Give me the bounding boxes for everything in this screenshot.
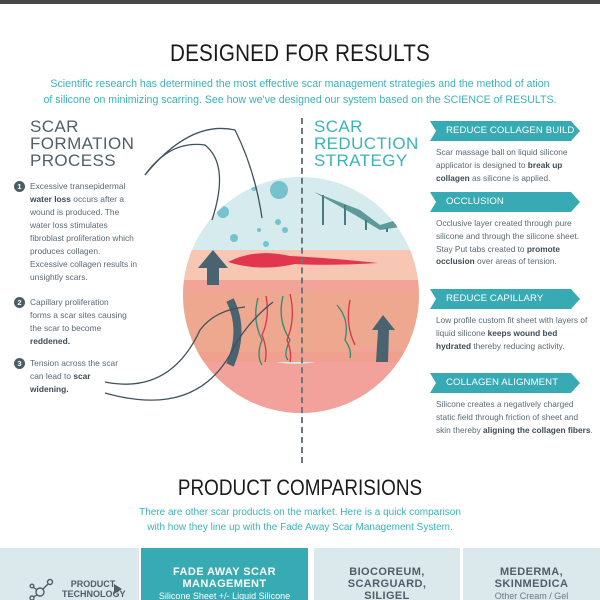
- ribbon-occlusion: OCCLUSION: [430, 192, 580, 212]
- intro-text: Scientific research has determined the m…: [20, 76, 580, 108]
- intro-line-1: Scientific research has determined the m…: [50, 78, 550, 90]
- ribbon-collagen-alignment: COLLAGEN ALIGNMENT: [430, 373, 580, 393]
- column-name: MEDERMA, SKINMEDICA: [463, 548, 600, 590]
- intro-line-2: of silicone on minimizing scarring. See …: [43, 94, 557, 106]
- title-line: PROCESS: [30, 151, 116, 170]
- formation-step-2: 2 Capillary proliferation forms a scar s…: [14, 296, 129, 348]
- column-name: FADE AWAY SCAR MANAGEMENT: [141, 548, 308, 590]
- name-line: SILIGEL: [364, 590, 410, 600]
- step-text: Tension across the scar can lead to scar…: [30, 358, 118, 394]
- formation-step-1: 1 Excessive transepidermal water loss oc…: [14, 180, 139, 284]
- name-line: SCARGUARD,: [347, 578, 427, 590]
- column-fade-away: FADE AWAY SCAR MANAGEMENT Silicone Sheet…: [141, 548, 308, 600]
- desc-occlusion: Occlusive layer created through pure sil…: [436, 218, 579, 267]
- play-arrow-icon: [114, 584, 122, 594]
- step-text: Capillary proliferation forms a scar sit…: [30, 297, 127, 346]
- row-label: PRODUCT, TECHNOLOGY: [62, 579, 126, 599]
- name-line: MEDERMA,: [499, 566, 564, 578]
- scar-formation-title: SCAR FORMATION PROCESS: [30, 118, 134, 169]
- step-number-badge: 2: [14, 297, 25, 308]
- name-line: SKINMEDICA: [494, 578, 569, 590]
- column-biocoreum: BIOCOREUM, SCARGUARD, SILIGEL: [314, 548, 460, 600]
- intro-line-2: with how they line up with the Fade Away…: [147, 522, 453, 533]
- page-title: DESIGNED FOR RESULTS: [170, 40, 430, 67]
- network-icon: [29, 578, 54, 600]
- row-label-cell: PRODUCT, TECHNOLOGY: [0, 548, 139, 600]
- column-name: BIOCOREUM, SCARGUARD, SILIGEL: [314, 548, 460, 600]
- title-line: STRATEGY: [314, 151, 408, 170]
- desc-reduce-capillary: Low profile custom fit sheet with layers…: [436, 315, 588, 351]
- title-line: REDUCTION: [314, 134, 419, 153]
- desc-collagen-alignment: Silicone creates a negatively charged st…: [436, 399, 593, 435]
- title-line: SCAR: [314, 117, 363, 136]
- row-label-line: PRODUCT,: [70, 579, 117, 589]
- column-subtitle: Other Cream / Gel: [494, 591, 569, 600]
- comparison-table: PRODUCT, TECHNOLOGY FADE AWAY SCAR MANAG…: [0, 548, 600, 600]
- desc-reduce-collagen: Scar massage ball on liquid silicone app…: [436, 147, 568, 183]
- dashed-divider: [301, 118, 303, 463]
- title-line: FORMATION: [30, 134, 135, 153]
- column-mederma: MEDERMA, SKINMEDICA Other Cream / Gel: [463, 548, 600, 600]
- step-number-badge: 1: [14, 181, 25, 192]
- step-number-badge: 3: [14, 358, 25, 369]
- step-text: Excessive transepidermal water loss occu…: [30, 181, 138, 282]
- column-subtitle: Silicone Sheet +/- Liquid Silicone: [158, 591, 291, 600]
- name-line: BIOCOREUM,: [349, 566, 425, 578]
- top-bar: [0, 0, 600, 4]
- name-line: MANAGEMENT: [182, 578, 267, 590]
- intro-line-1: There are other scar products on the mar…: [139, 507, 461, 518]
- row-label-line: TECHNOLOGY: [62, 589, 126, 599]
- scar-reduction-title: SCAR REDUCTION STRATEGY: [314, 118, 419, 169]
- comparison-intro: There are other scar products on the mar…: [100, 505, 500, 535]
- formation-step-3: 3 Tension across the scar can lead to sc…: [14, 357, 119, 396]
- title-line: SCAR: [30, 117, 79, 136]
- ribbon-reduce-collagen: REDUCE COLLAGEN BUILD UP: [430, 121, 580, 141]
- name-line: FADE AWAY SCAR: [173, 566, 276, 578]
- comparison-title: PRODUCT COMPARISIONS: [177, 475, 423, 500]
- ribbon-reduce-capillary: REDUCE CAPILLARY ACTIVITY: [430, 289, 580, 309]
